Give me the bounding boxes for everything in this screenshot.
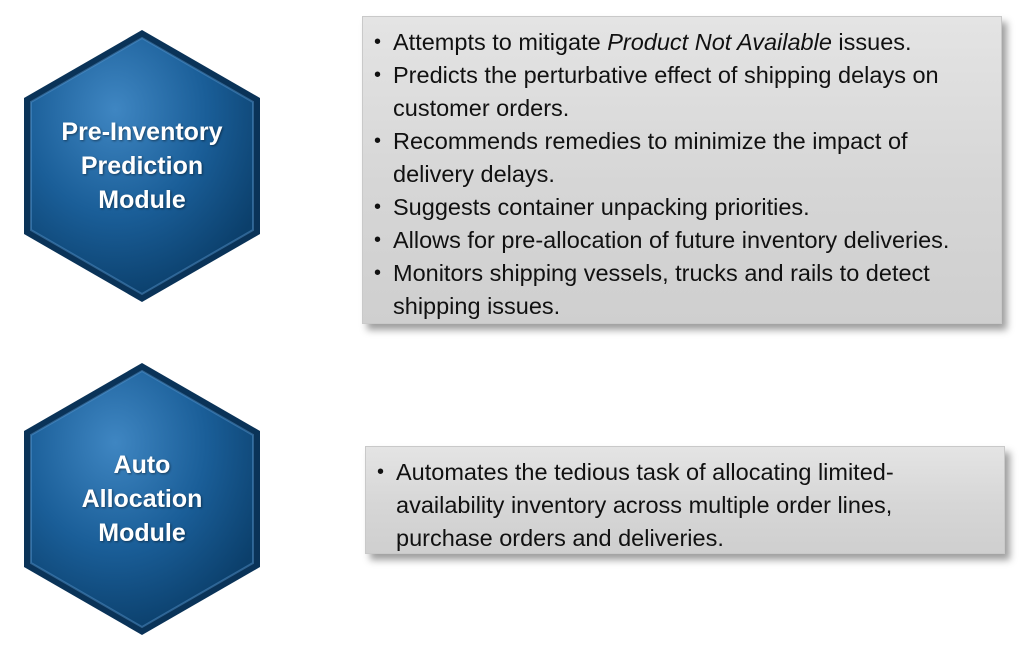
pre-inventory-prediction-module: Pre-Inventory Prediction Module (22, 30, 262, 302)
feature-bullet: Attempts to mitigate Product Not Availab… (363, 26, 989, 59)
hexagon-shape (24, 363, 260, 635)
auto-allocation-description-box: Automates the tedious task of allocating… (365, 446, 1005, 554)
feature-bullet: Automates the tedious task of allocating… (366, 456, 944, 555)
module-title-line: Auto (113, 451, 171, 479)
auto-allocation-module: Auto Allocation Module (22, 363, 262, 635)
module-title-line: Pre-Inventory (61, 118, 223, 146)
feature-bullet: Recommends remedies to minimize the impa… (363, 125, 989, 191)
feature-bullet: Allows for pre-allocation of future inve… (363, 224, 989, 257)
module-title-line: Prediction (80, 152, 204, 180)
feature-bullet: Suggests container unpacking priorities. (363, 191, 989, 224)
module-title: Pre-Inventory Prediction Module (22, 30, 262, 302)
module-title-line: Allocation (81, 485, 203, 513)
module-title: Auto Allocation Module (22, 363, 262, 635)
hexagon-shape (24, 30, 260, 302)
module-title-line: Module (98, 186, 186, 214)
bullet-text: issues. (831, 29, 912, 55)
feature-bullet: Predicts the perturbative effect of ship… (363, 59, 989, 125)
bullet-text: Attempts to mitigate (393, 29, 608, 55)
feature-list: Attempts to mitigate Product Not Availab… (363, 26, 989, 323)
feature-bullet: Monitors shipping vessels, trucks and ra… (363, 257, 989, 323)
module-title-line: Module (98, 519, 186, 547)
pre-inventory-description-box: Attempts to mitigate Product Not Availab… (362, 16, 1002, 324)
feature-list: Automates the tedious task of allocating… (366, 456, 944, 555)
bullet-italic-text: Product Not Available (607, 29, 832, 55)
